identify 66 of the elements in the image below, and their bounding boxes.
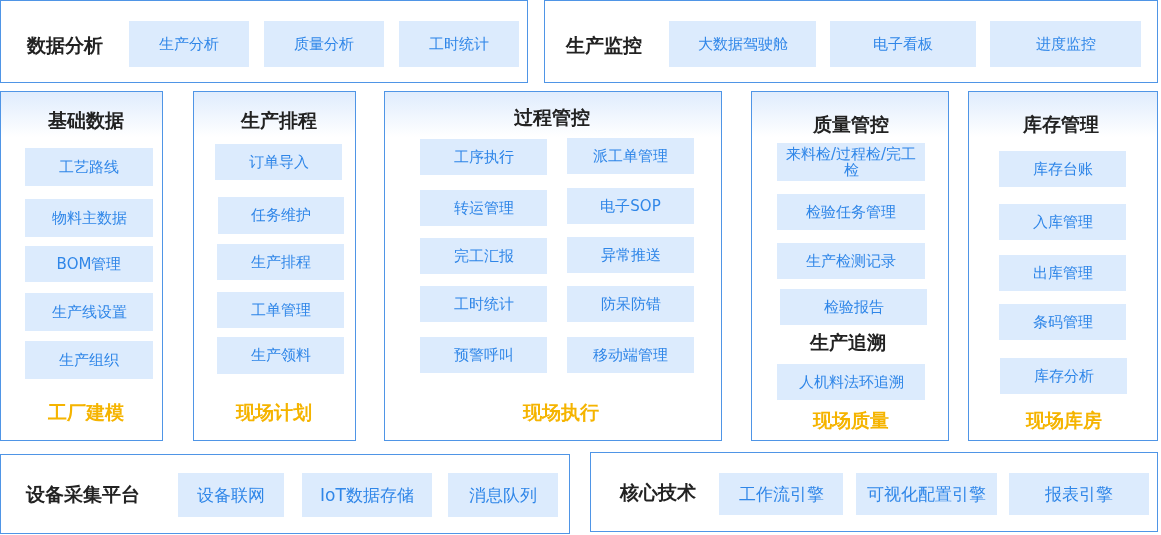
- feature-tag: 设备联网: [178, 473, 284, 517]
- feature-tag: 工单管理: [217, 292, 344, 328]
- feature-tag: 工序执行: [420, 139, 547, 175]
- feature-tag: 库存台账: [999, 151, 1126, 187]
- section-heading: 过程管控: [514, 105, 590, 130]
- category-label: 现场计划: [236, 400, 312, 425]
- section-heading: 生产监控: [566, 33, 642, 58]
- feature-tag: BOM管理: [25, 246, 153, 282]
- feature-tag: 质量分析: [264, 21, 384, 67]
- feature-tag: 可视化配置引擎: [856, 473, 997, 515]
- feature-tag: 生产排程: [217, 244, 344, 280]
- feature-tag: 出库管理: [999, 255, 1126, 291]
- category-label: 现场质量: [813, 408, 889, 433]
- feature-tag: 电子SOP: [567, 188, 694, 224]
- module-panel: [590, 452, 1158, 532]
- section-heading: 生产排程: [241, 108, 317, 133]
- feature-tag: 生产线设置: [25, 293, 153, 331]
- feature-tag: 生产组织: [25, 341, 153, 379]
- section-heading: 核心技术: [620, 480, 696, 505]
- section-heading: 生产追溯: [810, 330, 886, 355]
- feature-tag: 人机料法环追溯: [777, 364, 925, 400]
- feature-tag: 进度监控: [990, 21, 1141, 67]
- feature-tag: 电子看板: [830, 21, 976, 67]
- feature-tag: 检验任务管理: [777, 194, 925, 230]
- feature-tag: 订单导入: [215, 144, 342, 180]
- module-panel: [193, 91, 356, 441]
- section-heading: 质量管控: [813, 112, 889, 137]
- feature-tag: 大数据驾驶舱: [669, 21, 816, 67]
- feature-tag: IoT数据存储: [302, 473, 432, 517]
- feature-tag: 工作流引擎: [719, 473, 843, 515]
- module-panel: [544, 0, 1158, 83]
- feature-tag: 消息队列: [448, 473, 558, 517]
- feature-tag: 移动端管理: [567, 337, 694, 373]
- feature-tag: 来料检/过程检/完工检: [777, 143, 925, 181]
- category-label: 现场执行: [523, 400, 599, 425]
- category-label: 现场库房: [1026, 408, 1102, 433]
- feature-tag: 工时统计: [420, 286, 547, 322]
- feature-tag: 异常推送: [567, 237, 694, 273]
- section-heading: 设备采集平台: [26, 482, 140, 507]
- feature-tag: 生产领料: [217, 337, 344, 374]
- feature-tag: 检验报告: [780, 289, 927, 325]
- feature-tag: 防呆防错: [567, 286, 694, 322]
- module-panel: [384, 91, 722, 441]
- section-heading: 基础数据: [48, 108, 124, 133]
- feature-tag: 完工汇报: [420, 238, 547, 274]
- section-heading: 数据分析: [27, 33, 103, 58]
- feature-tag: 入库管理: [999, 204, 1126, 240]
- feature-tag: 报表引擎: [1009, 473, 1149, 515]
- module-panel: [0, 91, 163, 441]
- module-panel: [751, 91, 949, 441]
- feature-tag: 生产检测记录: [777, 243, 925, 279]
- module-panel: [968, 91, 1158, 441]
- feature-tag: 生产分析: [129, 21, 249, 67]
- feature-tag: 库存分析: [1000, 358, 1127, 394]
- module-panel: [0, 454, 570, 534]
- feature-tag: 工时统计: [399, 21, 519, 67]
- module-panel: [0, 0, 528, 83]
- feature-tag: 任务维护: [218, 197, 344, 234]
- feature-tag: 物料主数据: [25, 199, 153, 237]
- category-label: 工厂建模: [48, 400, 124, 425]
- feature-tag: 转运管理: [420, 190, 547, 226]
- section-heading: 库存管理: [1023, 112, 1099, 137]
- feature-tag: 工艺路线: [25, 148, 153, 186]
- feature-tag: 条码管理: [999, 304, 1126, 340]
- feature-tag: 派工单管理: [567, 138, 694, 174]
- feature-tag: 预警呼叫: [420, 337, 547, 373]
